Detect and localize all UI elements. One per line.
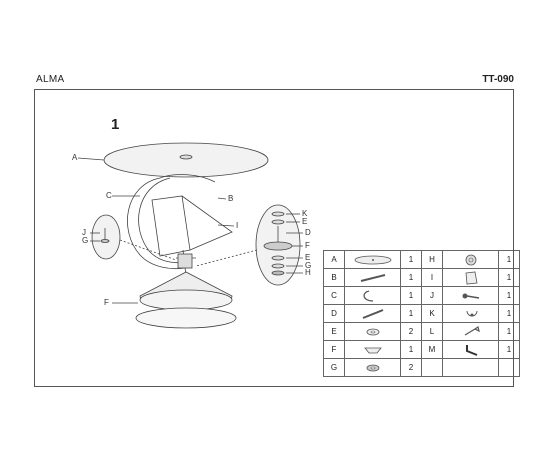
step-number: 1 (111, 116, 120, 133)
base-disc-icon (344, 340, 401, 359)
label-k: K (302, 209, 308, 218)
label-j: J (82, 228, 86, 237)
label-a: A (72, 153, 78, 162)
curved-frame-part (127, 177, 186, 270)
product-code: TT-090 (482, 74, 514, 85)
part-quantity: 1 (498, 340, 520, 359)
detail-bubble-left (91, 214, 121, 260)
label-e-top: E (302, 217, 308, 226)
part-quantity: 2 (400, 358, 422, 377)
label-d: D (305, 228, 311, 237)
label-b: B (228, 194, 234, 203)
part-quantity (498, 358, 520, 377)
sheet-frame (34, 89, 514, 387)
label-g-left: G (82, 236, 89, 245)
brand-name: ALMA (36, 74, 65, 85)
label-h: H (305, 268, 311, 277)
label-e-bottom: E (305, 253, 311, 262)
label-i: I (236, 221, 239, 230)
label-f-base: F (104, 298, 109, 307)
label-c: C (106, 191, 112, 200)
label-f-disc: F (305, 241, 310, 250)
glass-top-icon (344, 250, 401, 269)
label-g-right: G (305, 261, 312, 270)
